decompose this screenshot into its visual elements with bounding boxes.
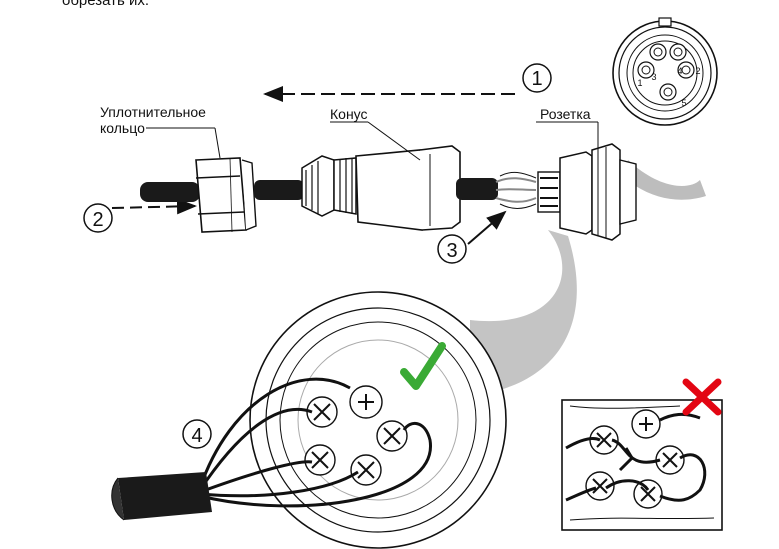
socket-pin-4: 4 bbox=[669, 43, 687, 76]
cross-mark-icon bbox=[682, 378, 722, 416]
cone-body bbox=[301, 145, 461, 231]
pin-number-3: 3 bbox=[651, 72, 656, 82]
callout-band-socket bbox=[622, 160, 706, 200]
socket-front-view bbox=[612, 17, 718, 126]
seal-ring-nut bbox=[195, 157, 257, 233]
step-3-arrow bbox=[467, 210, 507, 245]
step-3-badge: 3 bbox=[437, 234, 467, 264]
callout-band-wiring bbox=[470, 230, 577, 395]
label-cone: Конус bbox=[330, 106, 368, 122]
step-2-badge: 2 bbox=[83, 203, 113, 233]
cable-middle bbox=[254, 180, 304, 200]
step-4-number: 4 bbox=[191, 425, 202, 447]
label-leaders bbox=[146, 121, 599, 161]
cable-right bbox=[456, 171, 537, 209]
socket-pin-5: 5 bbox=[659, 83, 687, 108]
step-2-arrow bbox=[111, 198, 197, 215]
pin-number-5: 5 bbox=[681, 98, 686, 108]
socket-pin-1: 1 bbox=[637, 61, 655, 88]
top-text: обрезать их. bbox=[62, 0, 150, 9]
socket-side-view bbox=[537, 143, 637, 241]
pin-number-2: 2 bbox=[695, 66, 700, 76]
step-2-number: 2 bbox=[92, 209, 103, 231]
label-socket: Розетка bbox=[540, 106, 591, 122]
step-1-number: 1 bbox=[531, 68, 542, 90]
check-mark-icon bbox=[400, 342, 446, 390]
pin-number-1: 1 bbox=[637, 78, 642, 88]
socket-pins: 1 2 3 4 5 bbox=[637, 43, 701, 108]
socket-pin-3: 3 bbox=[649, 43, 667, 82]
step-1-badge: 1 bbox=[522, 63, 552, 93]
step-3-number: 3 bbox=[446, 240, 457, 262]
wiring-detail-wrong bbox=[561, 399, 723, 531]
wiring-detail-correct bbox=[111, 291, 507, 549]
cable-left bbox=[140, 182, 200, 202]
pin-number-4: 4 bbox=[677, 66, 682, 76]
label-seal-ring: Уплотнительное кольцо bbox=[100, 104, 206, 136]
socket-pin-2: 2 bbox=[677, 61, 701, 79]
step-4-badge: 4 bbox=[182, 419, 212, 449]
